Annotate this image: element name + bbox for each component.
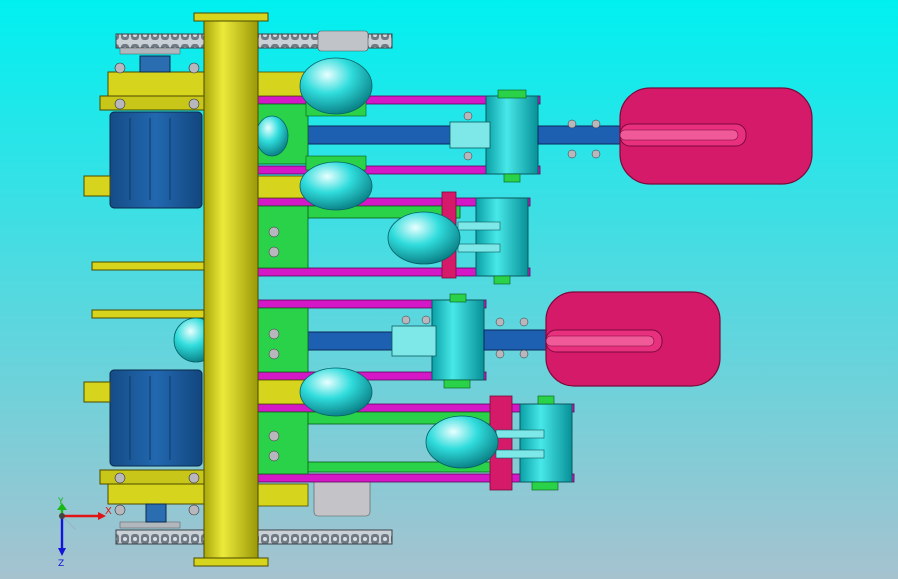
triad-x-label: X: [105, 506, 112, 517]
lower-gearbox[interactable]: [83, 369, 209, 523]
main-shaft[interactable]: [193, 12, 269, 567]
coordinate-triad: X Y Z: [57, 497, 112, 569]
triad-z-label: Z: [58, 559, 64, 569]
crank-pad-lower[interactable]: [545, 291, 721, 387]
upper-gearbox[interactable]: [83, 55, 209, 209]
crank-pad-upper[interactable]: [619, 87, 813, 185]
triad-y-label: Y: [57, 497, 64, 507]
